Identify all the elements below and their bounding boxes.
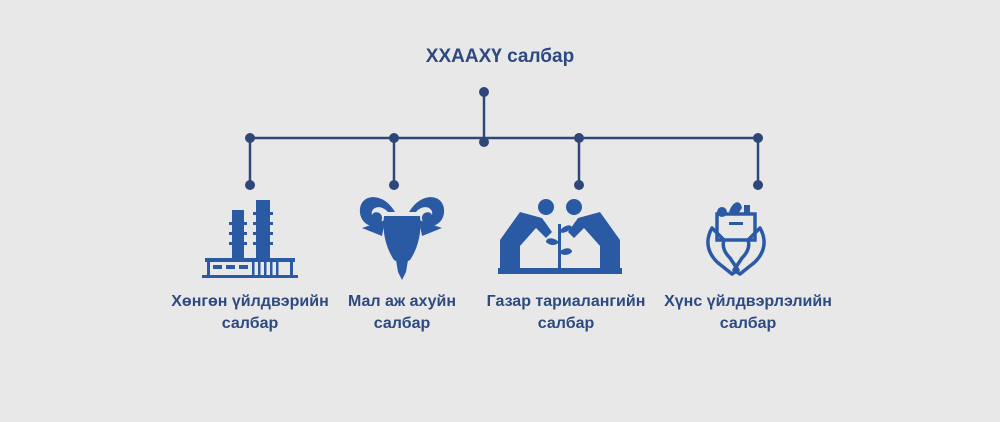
branch-label-line2: салбар: [221, 315, 279, 332]
connector-tree: [248, 92, 760, 185]
branch-label-line1: Хүнс үйлдвэрлэлийн: [664, 293, 832, 310]
food-basket-hands-icon: [706, 202, 766, 276]
branch-label-livestock: Мал аж ахуйн салбар: [307, 291, 497, 335]
ram-head-icon: [359, 197, 445, 280]
farmers-planting-icon: [498, 199, 622, 274]
branch-label-line2: салбар: [719, 315, 777, 332]
factory-icon: [202, 200, 298, 278]
branch-label-line2: салбар: [537, 315, 595, 332]
branch-label-crop-farming: Газар тариалангийн салбар: [471, 291, 661, 335]
branch-label-line1: Газар тариалангийн: [486, 293, 646, 310]
branch-label-line2: салбар: [373, 315, 431, 332]
branch-label-line1: Хөнгөн үйлдвэрийн: [171, 293, 329, 310]
branch-label-food-production: Хүнс үйлдвэрлэлийн салбар: [653, 291, 843, 335]
branch-label-light-industry: Хөнгөн үйлдвэрийн салбар: [155, 291, 345, 335]
branch-label-line1: Мал аж ахуйн: [347, 293, 457, 310]
diagram-title: ХХААХҮ салбар: [425, 46, 575, 67]
connector-dots: [245, 87, 763, 190]
